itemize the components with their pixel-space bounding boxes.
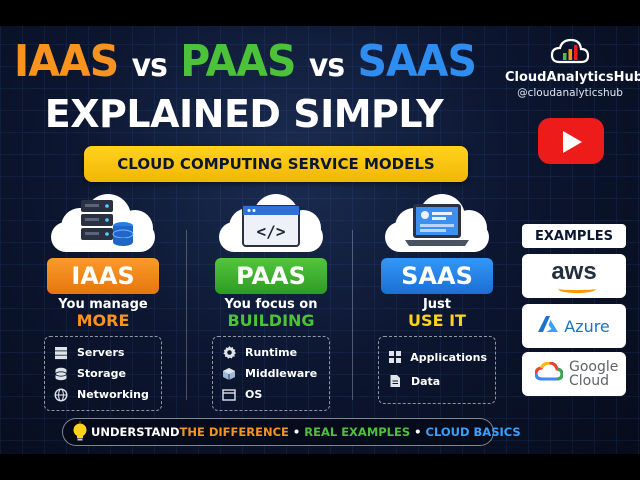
bottom-text-understand: UNDERSTAND [91,425,180,439]
paas-column: </> PAAS You focus on BUILDING Runtime M… [196,192,346,411]
list-item: Data [387,369,487,393]
list-item: Servers [53,342,153,363]
server-icon [53,345,69,361]
aws-smile-icon [558,285,596,293]
paas-pill: PAAS [215,258,327,294]
aws-card: aws [522,254,626,298]
svg-text:</>: </> [257,222,286,241]
separator: • [292,425,301,439]
apps-grid-icon [387,349,402,365]
server-cloud-icon [47,192,159,252]
list-item-label: Servers [77,346,125,359]
gear-icon [221,345,237,361]
globe-icon [53,387,69,403]
list-item: OS [221,384,321,405]
examples-label: EXAMPLES [522,224,626,248]
cloud-analytics-logo [550,36,590,68]
laptop-cloud-icon [381,192,493,252]
headline-paas: PAAS [180,36,296,87]
bottom-bar: UNDERSTAND THE DIFFERENCE • REAL EXAMPLE… [62,418,521,446]
saas-emphasis: USE IT [408,311,466,330]
brand-handle: @cloudanalyticshub [517,87,623,99]
iaas-tagline: You manage [58,297,148,312]
column-divider [352,230,353,400]
subheadline: EXPLAINED SIMPLY [44,92,444,136]
iaas-list: Servers Storage Networking [44,336,162,411]
azure-logo-icon [538,315,559,337]
iaas-column: IAAS You manage MORE Servers Storage Net… [28,192,178,411]
headline-vs: vs [131,46,168,84]
google-cloud-logo: Google Cloud [569,359,619,389]
bottom-text-cloud-basics: CLOUD BASICS [425,425,521,439]
google-cloud-card: Google Cloud [522,352,626,396]
youtube-icon[interactable] [538,118,604,164]
iaas-pill: IAAS [47,258,159,294]
brand-name: CloudAnalyticsHub [505,70,640,85]
list-item-label: OS [245,388,263,401]
letterbox-bottom [0,454,640,480]
headline: IAAS vs PAAS vs SAAS [14,36,477,87]
list-item: Applications [387,345,487,369]
list-item: Runtime [221,342,321,363]
column-divider [186,230,187,400]
database-icon [53,366,69,382]
list-item-label: Middleware [245,367,318,380]
saas-tagline: Just [422,297,452,312]
paas-tagline: You focus on [224,297,318,312]
window-icon [221,387,237,403]
list-item: Middleware [221,363,321,384]
separator: • [414,425,422,439]
cube-icon [221,366,237,382]
saas-column: SAAS Just USE IT Applications Data [362,192,512,404]
list-item: Storage [53,363,153,384]
azure-card: Azure [522,304,626,348]
document-icon [387,373,403,389]
letterbox-top [0,0,640,26]
paas-emphasis: BUILDING [227,311,315,330]
paas-list: Runtime Middleware OS [212,336,330,411]
headline-iaas: IAAS [14,36,119,87]
saas-pill: SAAS [381,258,493,294]
bottom-text-real-examples: REAL EXAMPLES [304,425,411,439]
aws-logo: aws [551,258,597,285]
list-item-label: Runtime [245,346,298,359]
code-window-cloud-icon: </> [215,192,327,252]
azure-logo: Azure [564,316,610,336]
play-icon [563,131,582,153]
list-item: Networking [53,384,153,405]
headline-vs: vs [308,46,345,84]
list-item-label: Data [411,374,441,388]
bottom-text-difference: THE DIFFERENCE [179,425,289,439]
list-item-label: Applications [410,350,487,364]
lightbulb-icon [69,421,91,443]
banner: CLOUD COMPUTING SERVICE MODELS [84,146,468,182]
google-cloud-logo-icon [534,361,564,386]
headline-saas: SAAS [357,36,477,87]
brand: CloudAnalyticsHub @cloudanalyticshub [505,36,640,99]
iaas-emphasis: MORE [76,311,130,330]
list-item-label: Networking [77,388,149,401]
saas-list: Applications Data [378,336,496,404]
list-item-label: Storage [77,367,126,380]
